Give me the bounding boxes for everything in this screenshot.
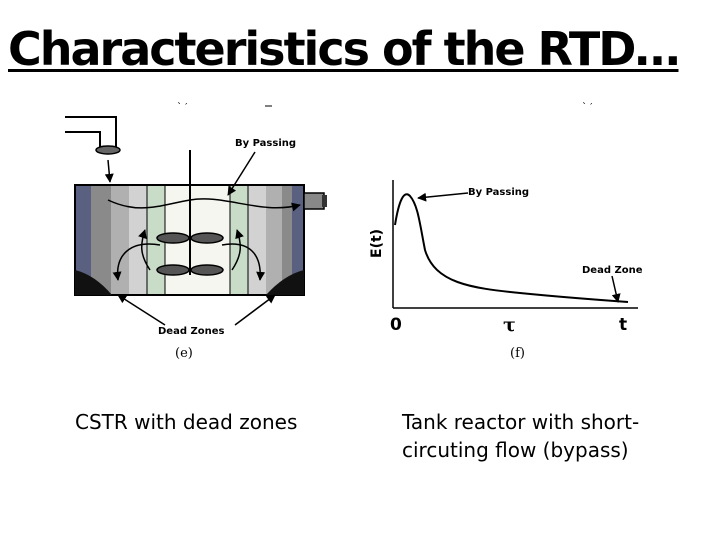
figure-f-label: (f) (510, 346, 525, 361)
rtd-curve-plot: ` ′ By Passing Dead Zone E(t) 0 τ t (f) (369, 101, 643, 361)
e-t-curve (394, 193, 629, 303)
cstr-diagram: ` ′ (65, 101, 327, 361)
outlet-pipe (303, 192, 327, 210)
x-tick-zero: 0 (390, 315, 402, 335)
bypass-label-right: By Passing (468, 187, 529, 198)
caption-tank-bypass: Tank reactor with short-circuting flow (… (402, 410, 640, 462)
dead-zones-label: Dead Zones (158, 326, 224, 337)
bypass-arrow (417, 192, 469, 202)
bypass-label-left: By Passing (235, 138, 296, 149)
x-tick-tau: τ (503, 314, 516, 336)
inlet-pipe (65, 116, 121, 155)
dead-zone-left (75, 270, 112, 295)
impeller-blades (156, 232, 224, 276)
svg-text:` ′: ` ′ (582, 101, 593, 113)
dead-zone-arrow (611, 275, 621, 303)
x-tick-t: t (619, 315, 627, 335)
dead-zone-label: Dead Zone (582, 265, 643, 276)
slide-title: Characteristics of the RTD… (8, 22, 680, 76)
y-axis-label: E(t) (369, 229, 385, 258)
dead-zone-right (266, 270, 304, 295)
figure-e-label: (e) (175, 346, 193, 361)
caption-cstr: CSTR with dead zones (75, 410, 298, 434)
flow-arrows (104, 151, 301, 326)
svg-text:` ′: ` ′ (177, 101, 188, 113)
